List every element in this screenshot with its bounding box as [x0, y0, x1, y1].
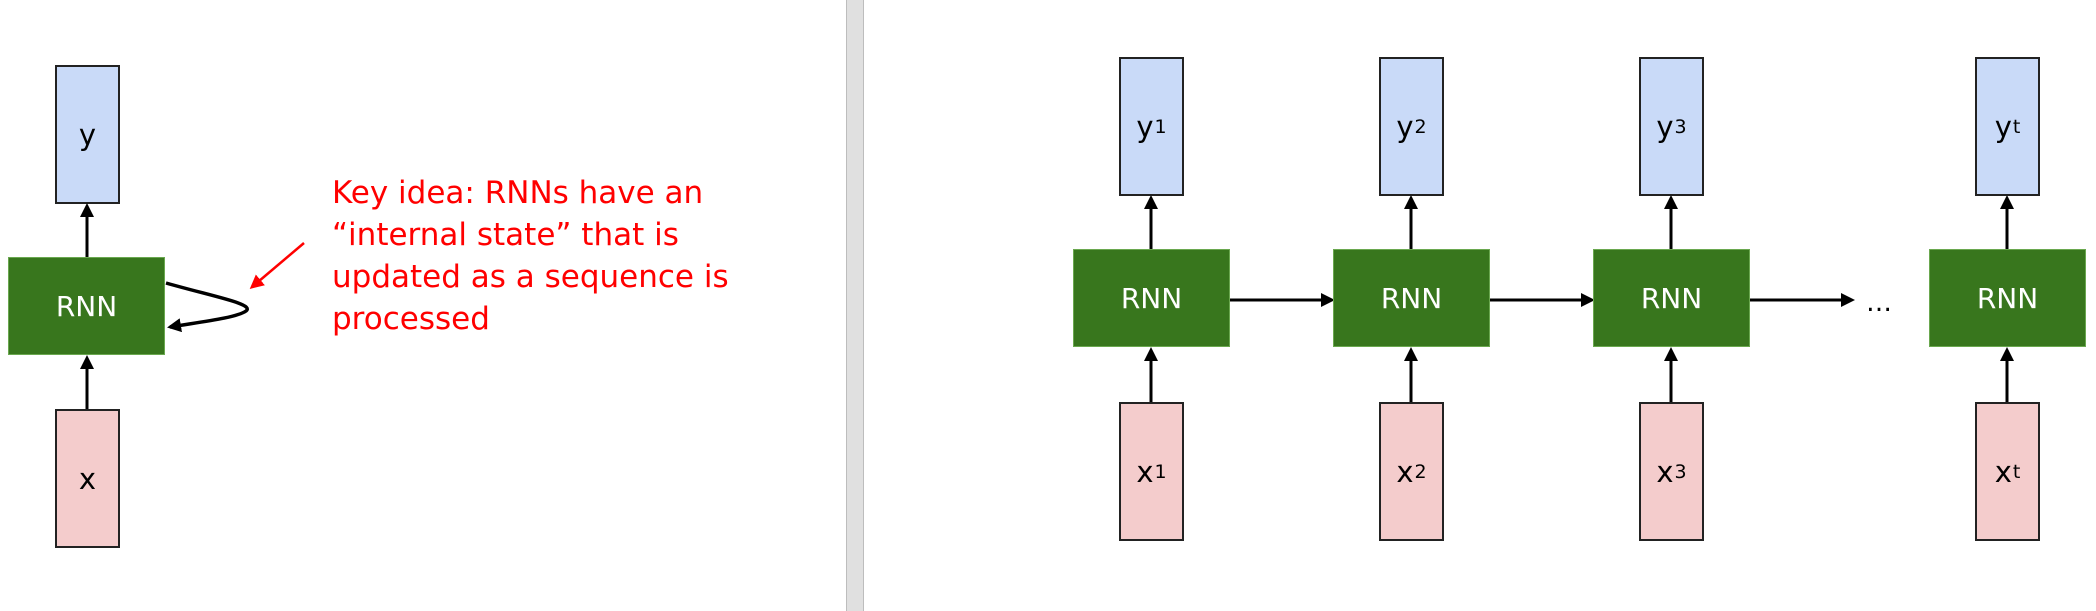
output-box-step-1-subscript: 1 — [1154, 115, 1167, 138]
rnn-box-step-1: RNN — [1073, 249, 1230, 347]
input-box-step-3-subscript: 3 — [1674, 460, 1687, 483]
input-box-step-3-label: x — [1656, 454, 1674, 489]
output-box-step-4-subscript: t — [2012, 115, 2021, 138]
input-box-x: x — [55, 409, 120, 548]
rnn-box-step-3-label: RNN — [1640, 281, 1703, 315]
output-box-step-1-label: y — [1136, 109, 1154, 144]
rnn-box-step-2: RNN — [1333, 249, 1490, 347]
rnn-box-step-1-label: RNN — [1120, 281, 1183, 315]
input-box-step-4-label: x — [1994, 454, 2012, 489]
rnn-box-step-3: RNN — [1593, 249, 1750, 347]
rnn-box-step-2-label: RNN — [1380, 281, 1443, 315]
rnn-box-step-4-label: RNN — [1976, 281, 2039, 315]
output-box-step-2-label: y — [1396, 109, 1414, 144]
output-box-y: y — [55, 65, 120, 204]
left-panel-folded-rnn: y RNN x Key idea: RNNs have an “internal… — [0, 0, 846, 611]
rnn-box: RNN — [8, 257, 165, 355]
rnn-box-step-4: RNN — [1929, 249, 2086, 347]
input-box-step-2-subscript: 2 — [1414, 460, 1427, 483]
input-box-step-4-subscript: t — [2012, 460, 2021, 483]
input-box-step-2-label: x — [1396, 454, 1414, 489]
panel-separator — [846, 0, 864, 611]
key-idea-annotation: Key idea: RNNs have an “internal state” … — [332, 175, 729, 337]
output-label: y — [78, 117, 97, 152]
output-box-step-2-subscript: 2 — [1414, 115, 1427, 138]
output-box-step-3-subscript: 3 — [1674, 115, 1687, 138]
rnn-label: RNN — [55, 289, 118, 323]
input-label: x — [78, 461, 97, 496]
sequence-ellipsis: … — [1866, 288, 1892, 318]
output-box-step-3-label: y — [1656, 109, 1674, 144]
output-box-step-4-label: y — [1994, 109, 2012, 144]
input-box-step-1-subscript: 1 — [1154, 460, 1167, 483]
input-box-step-1-label: x — [1136, 454, 1154, 489]
